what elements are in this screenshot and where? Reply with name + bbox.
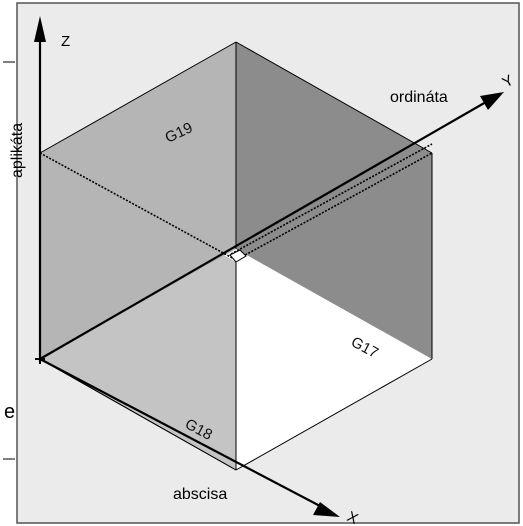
- plane-g19: [40, 42, 236, 359]
- x-axis-line: [39, 358, 321, 507]
- z-axis-letter: Z: [61, 33, 70, 50]
- center-notch: [229, 249, 247, 263]
- left-edge-letter: e: [4, 401, 15, 423]
- x-axis-arrowhead: [313, 502, 340, 517]
- dotted-edges: [39, 143, 433, 261]
- cube-edges: [39, 41, 433, 471]
- y-axis-arrowhead: [480, 92, 504, 110]
- abscisa-label: abscisa: [173, 486, 227, 503]
- origin-marker: [35, 354, 45, 364]
- ordinata-label: ordináta: [390, 89, 448, 106]
- plane-right-wall: [236, 42, 432, 359]
- y-axis-line: [39, 101, 487, 360]
- z-axis-arrowhead: [34, 16, 46, 42]
- aplikata-label: aplikáta: [9, 123, 26, 178]
